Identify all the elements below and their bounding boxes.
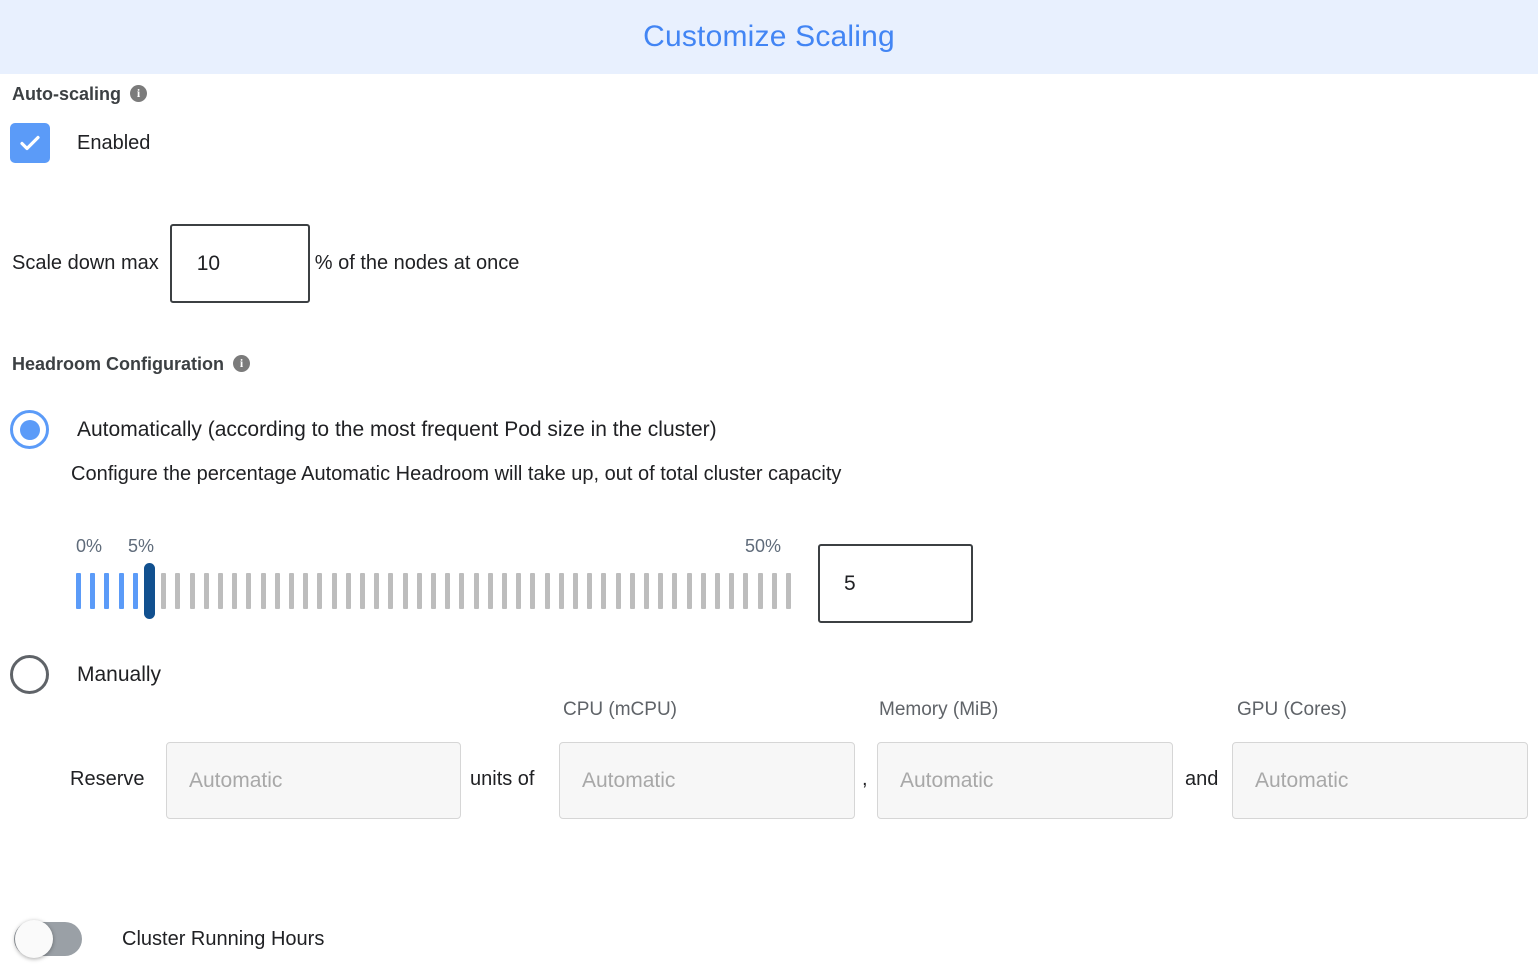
slider-tick	[303, 573, 309, 609]
slider-tick	[658, 573, 664, 609]
slider-max-label: 50%	[745, 536, 782, 556]
slider-tick	[203, 573, 209, 609]
slider-tick	[104, 573, 110, 609]
slider-tick	[345, 573, 351, 609]
column-header-gpu: GPU (Cores)	[1237, 699, 1347, 720]
slider-tick	[416, 573, 422, 609]
radio-manual[interactable]	[10, 655, 49, 694]
slider-tick	[487, 573, 493, 609]
column-header-cpu: CPU (mCPU)	[563, 699, 677, 720]
slider-thumb[interactable]	[144, 563, 155, 619]
slider-tick	[686, 573, 692, 609]
slider-tick	[516, 573, 522, 609]
slider-tick	[530, 573, 536, 609]
slider-tick	[232, 573, 238, 609]
slider-tick	[317, 573, 323, 609]
reserve-gpu-input[interactable]	[1232, 742, 1528, 819]
radio-automatic[interactable]	[10, 410, 49, 449]
info-icon[interactable]: i	[130, 85, 148, 102]
slider-tick	[786, 573, 791, 609]
dialog-header: Customize Scaling	[0, 0, 1538, 74]
headroom-automatic-description: Configure the percentage Automatic Headr…	[71, 463, 842, 485]
slider-tick	[445, 573, 451, 609]
cluster-running-hours-row[interactable]: Cluster Running Hours	[14, 920, 325, 958]
headroom-configuration-label: Headroom Configuration	[12, 354, 224, 374]
slider-tick	[289, 573, 294, 609]
slider-tick	[218, 573, 223, 609]
slider-tick	[544, 573, 550, 609]
auto-scaling-enabled-label: Enabled	[77, 131, 151, 154]
slider-tick	[388, 573, 394, 609]
auto-scaling-section-header: Auto-scaling i	[12, 84, 148, 105]
slider-tick	[459, 573, 465, 609]
units-of-label: units of	[470, 768, 535, 790]
info-icon[interactable]: i	[233, 355, 250, 372]
column-header-memory: Memory (MiB)	[879, 699, 999, 720]
slider-tick	[331, 573, 337, 609]
slider-tick	[644, 573, 649, 609]
scale-down-max-input[interactable]	[169, 224, 310, 303]
slider-tick	[90, 573, 96, 609]
slider-tick	[771, 573, 777, 609]
auto-scaling-enabled-row[interactable]: Enabled	[10, 123, 150, 163]
headroom-percentage-slider[interactable]: 0% 5% 50%	[76, 536, 806, 631]
slider-tick	[757, 573, 763, 609]
comma-separator: ,	[862, 768, 868, 790]
cluster-running-hours-label: Cluster Running Hours	[122, 927, 325, 950]
slider-tick	[132, 573, 138, 609]
slider-tick	[402, 573, 408, 609]
slider-tick	[601, 573, 607, 609]
reserve-cpu-input[interactable]	[559, 742, 855, 819]
slider-tick	[175, 573, 181, 609]
reserve-label: Reserve	[70, 768, 145, 790]
headroom-manual-label: Manually	[77, 662, 162, 686]
scale-down-max-row: Scale down max % of the nodes at once	[12, 224, 519, 303]
slider-tick	[700, 573, 706, 609]
headroom-automatic-option[interactable]: Automatically (according to the most fre…	[10, 410, 717, 449]
slider-min-label: 0%	[76, 536, 103, 556]
and-label: and	[1185, 768, 1219, 790]
page-title: Customize Scaling	[643, 20, 895, 53]
slider-tick	[374, 573, 380, 609]
slider-tick	[743, 573, 749, 609]
scale-down-max-suffix: % of the nodes at once	[314, 252, 520, 274]
check-icon	[20, 135, 40, 151]
slider-track[interactable]	[76, 563, 806, 619]
slider-tick	[118, 573, 124, 609]
slider-tick	[189, 573, 195, 609]
cluster-running-hours-toggle[interactable]	[14, 920, 82, 958]
slider-tick	[473, 573, 479, 609]
reserve-memory-input[interactable]	[877, 742, 1173, 819]
slider-tick	[502, 573, 507, 609]
slider-tick	[587, 573, 593, 609]
slider-tick	[360, 573, 365, 609]
reserve-units-input[interactable]	[166, 742, 461, 819]
slider-tick	[672, 573, 678, 609]
slider-tick	[431, 573, 436, 609]
slider-tick	[615, 573, 621, 609]
scale-down-max-label: Scale down max	[12, 252, 159, 274]
slider-tick	[573, 573, 578, 609]
slider-tick	[729, 573, 735, 609]
slider-tick	[76, 573, 81, 609]
slider-tick	[629, 573, 635, 609]
auto-scaling-label: Auto-scaling	[12, 84, 122, 104]
headroom-section-header: Headroom Configuration i	[12, 354, 250, 375]
slider-tick	[161, 573, 167, 609]
headroom-percentage-input[interactable]	[818, 544, 973, 623]
slider-tick	[715, 573, 720, 609]
headroom-manual-option[interactable]: Manually	[10, 655, 161, 694]
headroom-automatic-label: Automatically (according to the most fre…	[77, 417, 717, 441]
slider-tick	[558, 573, 564, 609]
auto-scaling-enabled-checkbox[interactable]	[10, 123, 50, 163]
slider-tick	[260, 573, 266, 609]
slider-tick	[246, 573, 252, 609]
slider-current-label: 5%	[128, 536, 155, 556]
slider-tick	[274, 573, 280, 609]
